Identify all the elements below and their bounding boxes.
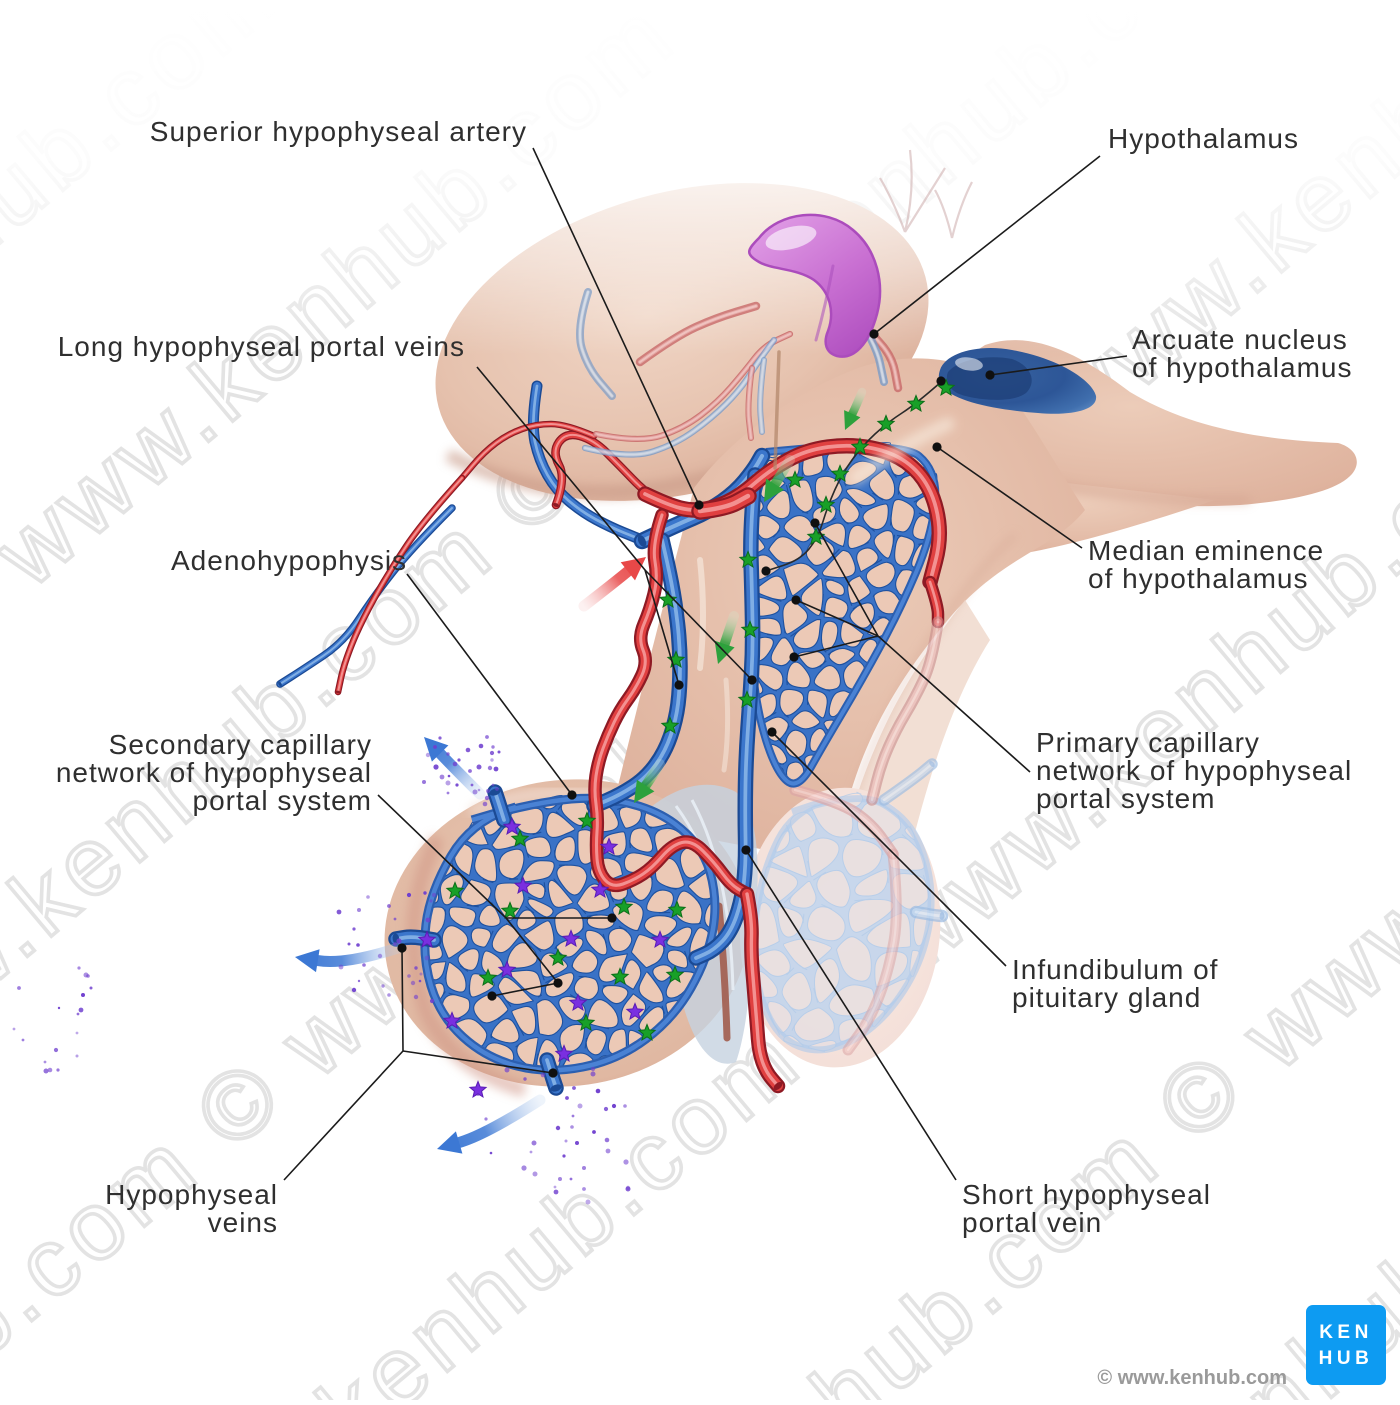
svg-text:HUB: HUB [1319, 1348, 1374, 1369]
svg-text:Adenohypophysis: Adenohypophysis [171, 545, 407, 576]
svg-text:Hypothalamus: Hypothalamus [1108, 123, 1299, 154]
svg-text:Long hypophyseal portal veins: Long hypophyseal portal veins [58, 331, 465, 362]
svg-text:Superior hypophyseal artery: Superior hypophyseal artery [150, 116, 527, 147]
svg-text:© www.kenhub.com: © www.kenhub.com [1097, 1367, 1287, 1389]
svg-text:KEN: KEN [1319, 1322, 1373, 1343]
